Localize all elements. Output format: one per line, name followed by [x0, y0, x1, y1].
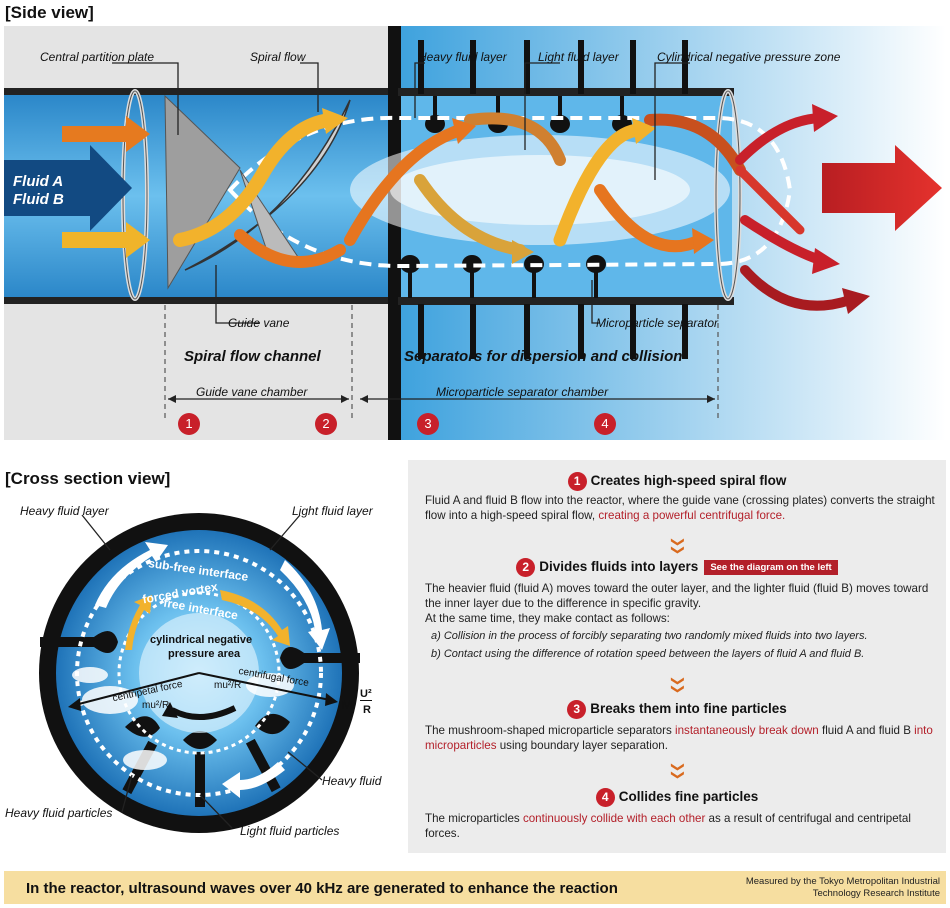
free-interface	[117, 591, 281, 755]
step-1-text-red: creating a powerful centrifugal force.	[598, 509, 786, 522]
label-cylindrical-zone: Cylindrical negative pressure zone	[657, 50, 841, 64]
step-2-title: Divides fluids into layers	[539, 559, 699, 575]
step-3-text-b: fluid A and fluid B	[818, 724, 915, 737]
cs-label-light-fluid-layer: Light fluid layer	[292, 504, 373, 518]
step-2-item-b: b) Contact using the difference of rotat…	[431, 648, 865, 660]
rotation-arrows	[95, 542, 330, 798]
step-3-text: The mushroom-shaped microparticle separa…	[425, 723, 940, 753]
step-1-title: Creates high-speed spiral flow	[590, 473, 787, 489]
cs-label-heavy-fluid-layer: Heavy fluid layer	[20, 504, 109, 518]
label-spiral-flow-channel: Spiral flow channel	[184, 348, 321, 365]
vortex-arrows	[125, 590, 290, 650]
particle-zones	[72, 667, 294, 770]
label-spiral-flow: Spiral flow	[250, 50, 306, 64]
inner-rotation-arrow	[170, 705, 237, 721]
cs-label-cylindrical-2: pressure area	[168, 648, 241, 660]
step-1-text-a: Fluid A and fluid B flow into the reacto…	[425, 494, 935, 522]
step-2-text-b: At the same time, they make contact as f…	[425, 612, 670, 625]
inlet-arrow-bottom	[62, 222, 150, 258]
cs-formula-m: M·	[342, 698, 356, 712]
cs-leader-lines	[81, 514, 323, 829]
step-3-text-red-b: into microparticles	[425, 724, 933, 752]
step-4-text-b: as a result of centrifugal and centripet…	[425, 812, 911, 840]
label-light-fluid-layer-side: Light fluid layer	[538, 50, 619, 64]
step-1-number: 1	[567, 472, 587, 491]
cs-label-light-fluid-particles: Light fluid particles	[240, 824, 340, 838]
step-3-number: 3	[567, 700, 587, 719]
label-microparticle-separator: Microparticle separator	[596, 316, 719, 330]
bottom-separators	[400, 255, 688, 359]
outlet-arrow-main	[822, 145, 942, 231]
cs-label-heavy-fluid-particles: Heavy fluid particles	[5, 806, 113, 820]
cs-label-heavy-fluid: Heavy fluid	[322, 774, 382, 788]
marker-2: 2	[315, 413, 337, 435]
cs-label-cylindrical-1: cylindrical negative	[150, 634, 253, 646]
step-4-text: The microparticles continuously collide …	[425, 811, 940, 841]
step-3-text-red-a: instantaneously break down	[675, 724, 819, 737]
step-4-text-red: continuously collide with each other	[522, 812, 706, 825]
marker-4: 4	[594, 413, 616, 435]
label-guide-vane-chamber: Guide vane chamber	[196, 385, 308, 399]
chevron-2: ❯❯	[671, 675, 686, 695]
chamber-boundaries	[164, 305, 719, 420]
footer-bar: In the reactor, ultrasound waves over 40…	[4, 871, 946, 904]
cs-formula-num: U²	[360, 688, 372, 701]
step-3-text-a: The mushroom-shaped microparticle separa…	[425, 724, 676, 737]
guide-vane-shape	[184, 99, 351, 271]
side-view-title: [Side view]	[5, 3, 94, 22]
marker-1: 1	[178, 413, 200, 435]
inlet-arrow-top	[62, 116, 150, 152]
chevron-3: ❯❯	[671, 761, 686, 781]
label-microparticle-separator-chamber: Microparticle separator chamber	[436, 385, 609, 399]
step-2-text: The heavier fluid (fluid A) moves toward…	[425, 581, 940, 662]
cs-label-mu2r-right: mu²/R	[214, 680, 242, 691]
step-4-title: Collides fine particles	[618, 789, 759, 805]
step-2-item-a: a) Collision in the process of forcibly …	[431, 630, 868, 642]
leader-lines	[112, 62, 690, 324]
label-fluid-a: Fluid A	[13, 173, 64, 190]
chevron-1: ❯❯	[671, 536, 686, 556]
label-guide-vane: Guide vane	[228, 316, 290, 330]
cs-formula-den: R	[363, 704, 371, 716]
label-separators: Separators for dispersion and collision	[404, 348, 683, 365]
step-2-text-a: The heavier fluid (fluid A) moves toward…	[425, 582, 929, 610]
outlet-arrows	[735, 113, 855, 311]
footer-main-text: In the reactor, ultrasound waves over 40…	[26, 880, 618, 897]
marker-3: 3	[417, 413, 439, 435]
see-diagram-badge: See the diagram on the left	[704, 560, 838, 575]
step-2-number: 2	[516, 558, 536, 577]
step-1-text: Fluid A and fluid B flow into the reacto…	[425, 493, 940, 523]
spiral-arrowheads	[322, 108, 714, 264]
cs-label-mu2r-left: mu²/R	[142, 700, 170, 711]
step-4-text-a: The microparticles	[425, 812, 523, 825]
step-3-text-c: using boundary layer separation.	[496, 739, 668, 752]
step-4-number: 4	[595, 788, 615, 807]
step-3-title: Breaks them into fine particles	[590, 701, 787, 717]
footer-note-2: Technology Research Institute	[812, 888, 940, 899]
footer-note-1: Measured by the Tokyo Metropolitan Indus…	[745, 876, 940, 887]
cross-section-diagram	[39, 513, 360, 833]
side-view-diagram	[4, 26, 946, 440]
centripetal-arrow	[74, 672, 200, 706]
label-fluid-b: Fluid B	[13, 191, 64, 208]
cross-section-title: [Cross section view]	[5, 469, 171, 488]
label-central-partition-plate: Central partition plate	[40, 50, 155, 64]
centrifugal-arrow	[198, 672, 331, 701]
label-heavy-fluid-layer-side: Heavy fluid layer	[418, 50, 507, 64]
spiral-arrows	[173, 112, 746, 268]
fluid-ab-arrow	[4, 145, 132, 231]
